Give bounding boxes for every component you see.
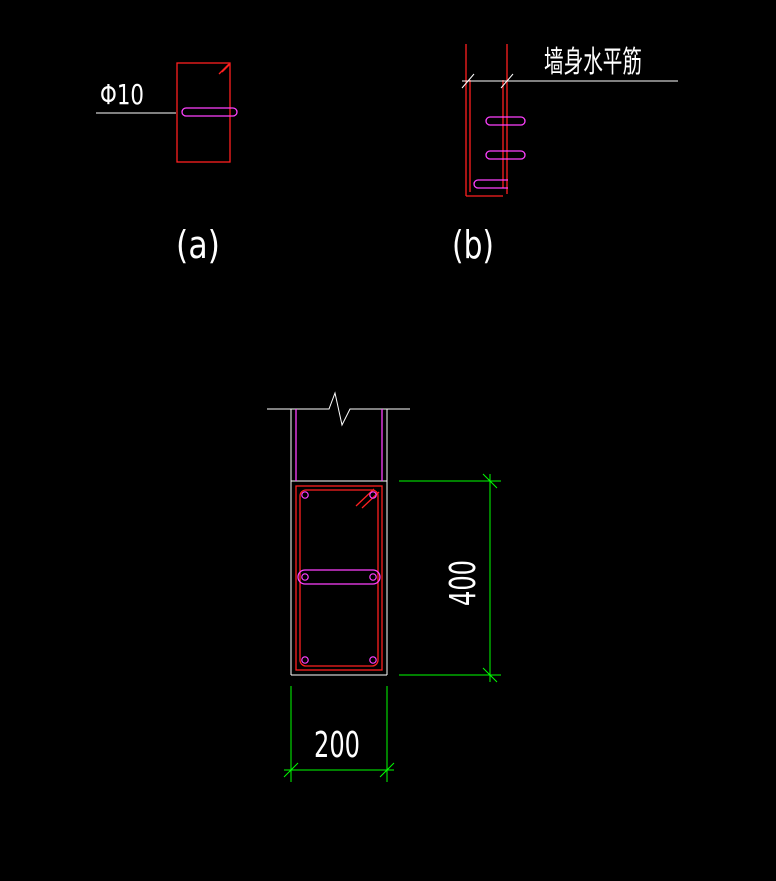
dimension-width: 200 (283, 686, 395, 782)
detail-a: Φ10 (a) (96, 62, 238, 267)
detail-a-stirrup (176, 62, 231, 163)
dimension-height: 400 (399, 473, 501, 683)
detail-a-bar-label: Φ10 (100, 78, 144, 111)
section (267, 391, 410, 676)
section-outer-stirrup (295, 485, 383, 671)
detail-b-tick-1 (461, 73, 475, 89)
section-break-line (267, 391, 410, 427)
section-corner-rebar-top-left (301, 491, 309, 499)
section-corner-rebar-top-right (369, 491, 377, 499)
detail-b-tie-2 (485, 150, 526, 160)
detail-b: 墙身水平筋 (b) (452, 44, 678, 267)
dim-height-tick-bottom (482, 667, 498, 683)
dim-height-label: 400 (443, 560, 484, 606)
detail-b-tie-1 (485, 116, 526, 126)
detail-a-caption: (a) (176, 223, 220, 267)
detail-a-tie-bar (181, 107, 238, 117)
detail-b-tick-2 (500, 73, 514, 89)
dim-width-label: 200 (314, 725, 360, 766)
dim-width-tick-right (379, 762, 395, 778)
section-corner-rebar-bottom-right (369, 656, 377, 664)
section-inner-stirrup (299, 489, 379, 667)
section-mid-rebar-right (369, 573, 377, 581)
section-middle-tie (297, 569, 381, 585)
detail-b-wall-bar-label: 墙身水平筋 (544, 45, 642, 80)
section-mid-rebar-left (301, 573, 309, 581)
detail-a-hook-2 (221, 63, 231, 73)
dim-width-tick-left (283, 762, 299, 778)
detail-a-hook-1 (218, 63, 230, 75)
section-corner-rebar-bottom-left (301, 656, 309, 664)
dim-height-tick-top (482, 473, 498, 489)
detail-b-caption: (b) (452, 223, 494, 267)
detail-b-tie-3 (473, 179, 508, 189)
